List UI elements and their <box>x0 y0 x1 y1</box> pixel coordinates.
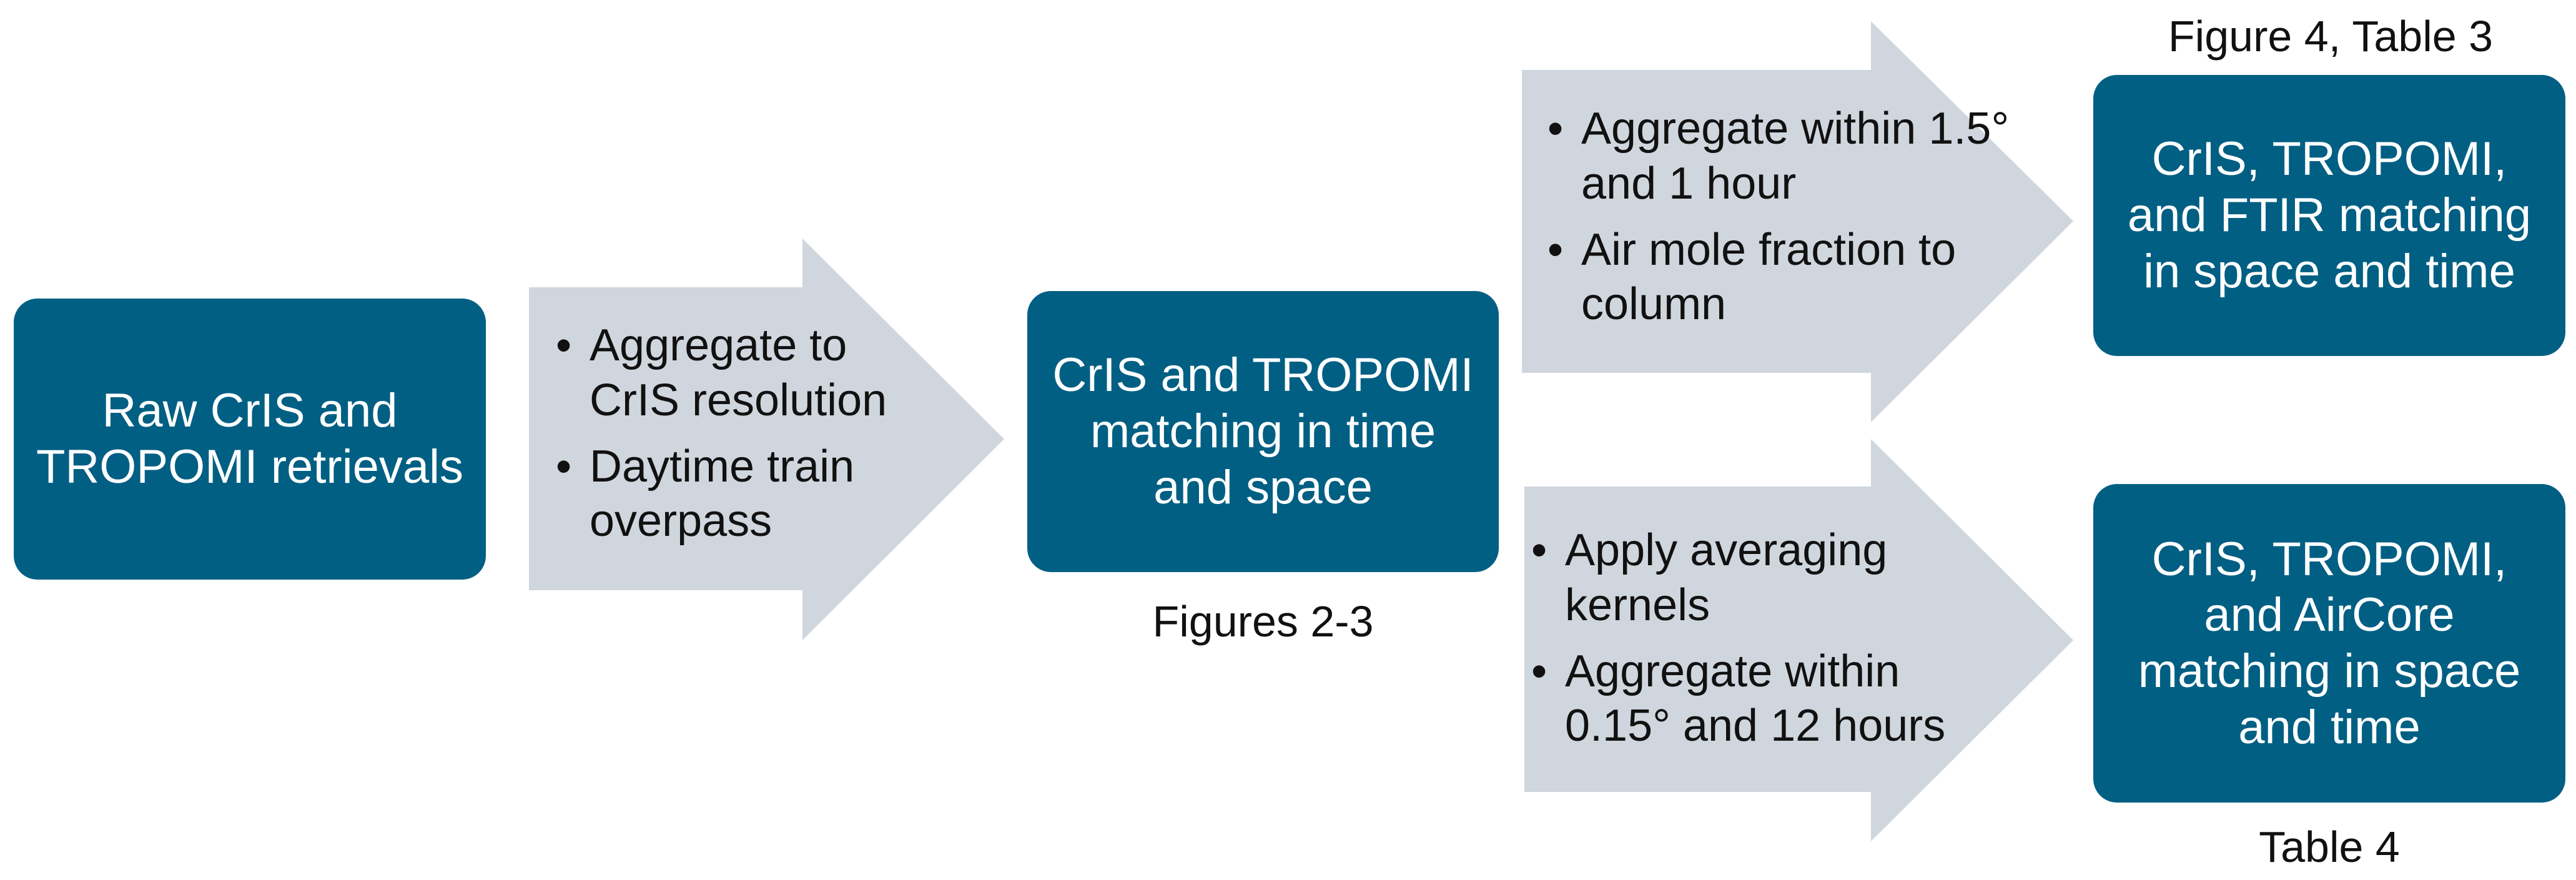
arrow-first-bullet: Daytime train overpass <box>556 440 906 550</box>
caption-figures-2-3: Figures 2-3 <box>1152 597 1374 646</box>
box-aircore-matching-label: CrIS, TROPOMI, and AirCore matching in s… <box>2138 532 2521 754</box>
caption-figure-4-table-3: Figure 4, Table 3 <box>2168 12 2494 61</box>
caption-table-4: Table 4 <box>2259 823 2400 871</box>
box-cris-tropomi-matching-label: CrIS and TROPOMI matching in time and sp… <box>1052 349 1474 514</box>
arrow-lower-bullet: Aggregate within 0.15° and 12 hours <box>1531 645 2006 754</box>
box-ftir-matching: CrIS, TROPOMI, and FTIR matching in spac… <box>2093 75 2565 356</box>
box-raw-retrievals-label: Raw CrIS and TROPOMI retrievals <box>36 384 464 493</box>
arrow-upper-bullet: Air mole fraction to column <box>1547 223 2035 333</box>
arrow-first-bullets: Aggregate to CrIS resolution Daytime tra… <box>556 319 906 560</box>
arrow-upper-bullets: Aggregate within 1.5° and 1 hour Air mol… <box>1547 102 2035 344</box>
arrow-first-bullet: Aggregate to CrIS resolution <box>556 319 906 428</box>
box-ftir-matching-label: CrIS, TROPOMI, and FTIR matching in spac… <box>2127 132 2532 298</box>
box-raw-retrievals: Raw CrIS and TROPOMI retrievals <box>14 299 486 580</box>
arrow-lower-bullets: Apply averaging kernels Aggregate within… <box>1531 523 2006 765</box>
box-aircore-matching: CrIS, TROPOMI, and AirCore matching in s… <box>2093 484 2565 803</box>
arrow-lower-bullet: Apply averaging kernels <box>1531 523 2006 633</box>
arrow-upper-bullet: Aggregate within 1.5° and 1 hour <box>1547 102 2035 212</box>
box-cris-tropomi-matching: CrIS and TROPOMI matching in time and sp… <box>1027 291 1499 572</box>
